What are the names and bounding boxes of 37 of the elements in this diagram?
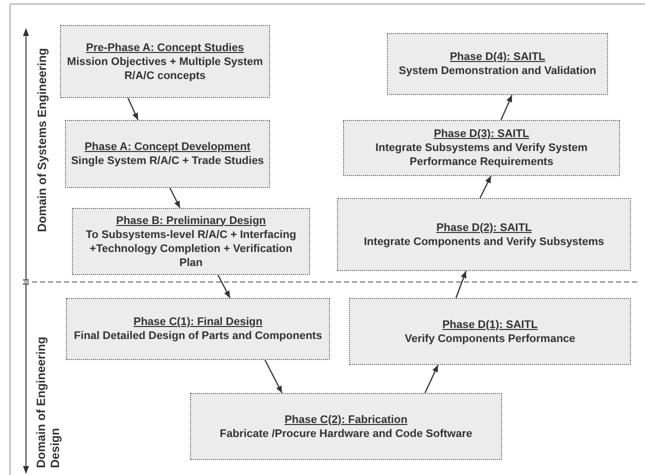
phase-title: Phase D(3): SAITL [434,127,530,141]
phase-box [72,208,310,275]
phase-box [387,33,608,95]
phase-description: Fabricate /Procure Hardware and Code Software [220,426,472,440]
phase-description: Integrate Subsystems and Verify System Performance Requirements [374,141,589,169]
phase-title: Phase A: Concept Development [84,140,250,154]
phase-description: Single System R/A/C + Trade Studies [71,154,264,168]
arrow [500,94,513,120]
phase-box [65,120,270,188]
arrow [424,364,439,394]
arrow [169,188,181,208]
phase-title: Phase B: Preliminary Design [116,214,266,228]
arrow [127,98,139,120]
phase-box [343,120,620,176]
phase-description: Mission Objectives + Multiple System R/A/C concepts [66,54,264,82]
phase-title: Phase C(1): Final Design [134,315,262,329]
arrow [455,270,467,298]
phase-description: To Subsystems-level R/A/C + Interfacing +Technology Completion + Verification Plan [84,228,298,270]
phase-title: Phase D(2): SAITL [436,220,532,234]
domain-label: Domain of Systems Engineering [35,48,49,232]
phase-description: Integrate Components and Verify Subsystems [364,234,604,248]
phase-box [337,198,631,271]
phase-box [66,298,330,360]
arrow [264,360,283,394]
phase-description: Verify Components Performance [404,332,576,346]
phase-title: Phase D(1): SAITL [442,318,538,332]
phase-box [190,393,502,460]
phase-title: Phase C(2): Fabrication [284,412,408,426]
phase-title: Phase D(4): SAITL [450,50,546,64]
domain-label: Domain of Engineering Design [34,336,62,468]
arrow [479,176,492,198]
phase-title: Pre-Phase A: Concept Studies [86,40,244,54]
phase-description: Final Detailed Design of Parts and Components [74,329,322,343]
phase-box [349,298,631,365]
phase-box [60,25,270,98]
phase-description: System Demonstration and Validation [398,64,596,78]
arrow [217,274,231,298]
